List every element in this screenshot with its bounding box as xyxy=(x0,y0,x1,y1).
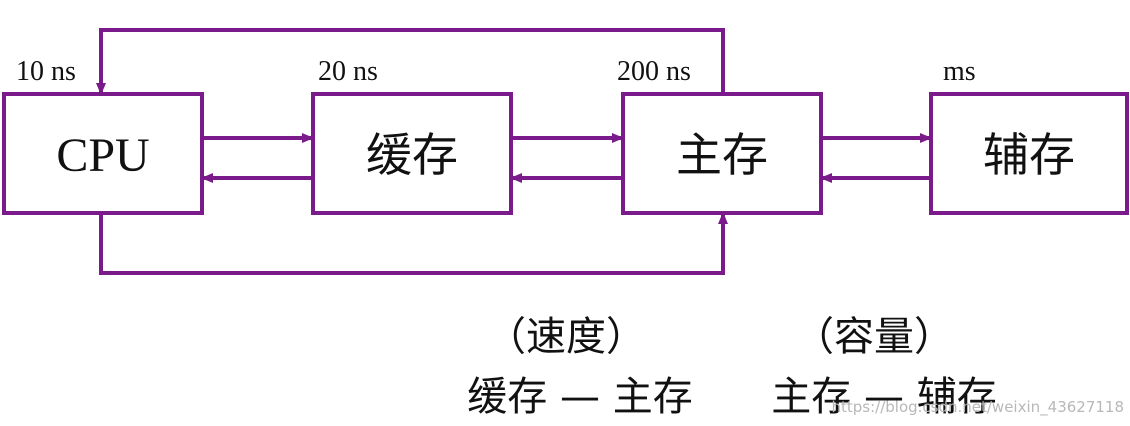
cache-box xyxy=(311,92,513,215)
cpu-box xyxy=(2,92,204,215)
arrow-main-to-cpu-top xyxy=(96,28,725,95)
cache-label: 缓存 xyxy=(366,128,458,182)
speed-pair: 缓存 — 主存 xyxy=(467,374,692,420)
watermark: https://blog.csdn.net/weixin_43627118 xyxy=(831,398,1124,417)
capacity-heading: （容量） xyxy=(794,314,954,360)
arrow-cpu-to-main-bottom xyxy=(99,212,728,275)
cache-time-label: 20 ns xyxy=(318,56,378,87)
secondary-time-label: ms xyxy=(943,56,976,87)
main-memory-label: 主存 xyxy=(676,128,768,182)
cpu-label: CPU xyxy=(56,129,149,182)
main-memory-time-label: 200 ns xyxy=(617,56,691,87)
capacity-pair: 主存 — 辅存 xyxy=(771,374,996,420)
cpu-time-label: 10 ns xyxy=(16,56,76,87)
secondary-storage-label: 辅存 xyxy=(983,128,1075,182)
secondary-storage-box xyxy=(929,92,1129,215)
speed-heading: （速度） xyxy=(486,314,646,360)
